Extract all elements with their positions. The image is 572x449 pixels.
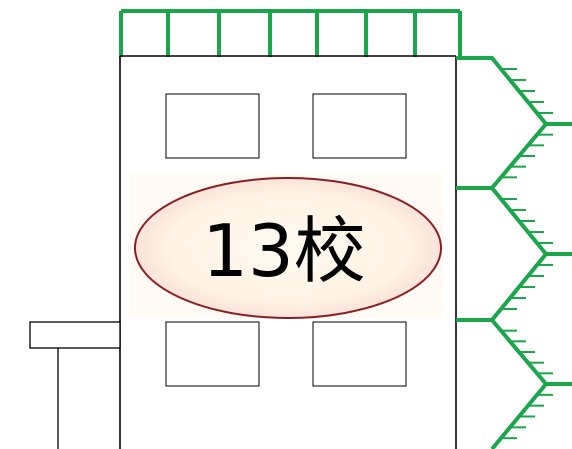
side-annex: [29, 321, 121, 449]
school-count-label: 13校: [202, 209, 366, 293]
building-body: [119, 55, 457, 449]
staircase: [456, 56, 572, 449]
label-oval: 13校: [129, 174, 443, 319]
window-lower-right: [312, 321, 407, 387]
window-upper-left: [165, 93, 260, 159]
windows: [165, 93, 407, 387]
roof-railing: [119, 9, 462, 57]
stair-steps: [501, 68, 553, 440]
window-upper-right: [312, 93, 407, 159]
window-lower-left: [165, 321, 260, 387]
